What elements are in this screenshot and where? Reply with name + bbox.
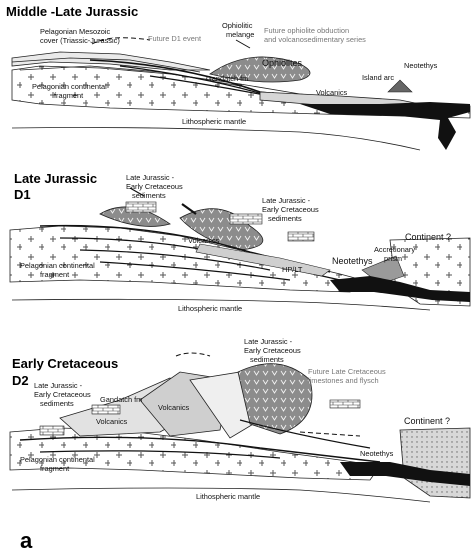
subducting-oceanic-slab (330, 276, 470, 302)
label-volcanics-b: Volcanics (158, 403, 190, 412)
section-subtitle: D1 (14, 187, 31, 202)
label-pelagonian-fragment-2: fragment (40, 270, 69, 279)
label-future-late-cret: Future Late Cretaceous (308, 367, 386, 376)
section-late-jurassic-d1: Late Jurassic D1 Late Jurassic - Early C… (9, 171, 471, 313)
label-accretionary: Accretionary (374, 245, 415, 254)
label-future-late-cret-2: limestones and flysch (308, 376, 379, 385)
sediment-block (125, 201, 157, 213)
label-sediments-a-2: Early Cretaceous (126, 182, 183, 191)
ophiolite-body (99, 206, 171, 227)
section-title: Late Jurassic (14, 171, 97, 186)
future-d1-arrow (91, 37, 151, 45)
label-neotethys: Neotethys (332, 256, 373, 266)
section-middle-late-jurassic: Middle -Late Jurassic Pelagonian Mesozoi… (6, 4, 471, 151)
label-volcanics-a: Volcanics (96, 417, 128, 426)
continent-right (399, 427, 471, 499)
dashed-future-line (175, 352, 211, 357)
sediment-block (287, 231, 315, 242)
label-hplt: HP/LT? (418, 102, 443, 111)
label-pelagonian-fragment: Pelagonian continental (32, 82, 107, 91)
thrust-line (39, 224, 331, 273)
label-pelagonian-cover-2: cover (Triassic-Jurassic) (40, 36, 120, 45)
label-pelagonian-fragment: Pelagonian continental (20, 455, 95, 464)
island-arc-volcano (387, 79, 413, 93)
panel-letter: a (20, 528, 33, 553)
label-sediments-b: Late Jurassic - (244, 337, 293, 346)
ophiolite-body (179, 208, 264, 251)
ophiolite-body (209, 56, 311, 83)
thrust-line (79, 249, 271, 271)
thrust-line (39, 450, 281, 459)
label-future-obduction-2: and volcanosedimentary series (264, 35, 366, 44)
subducting-oceanic-slab (300, 102, 470, 150)
label-sediments-a-3: sediments (40, 399, 74, 408)
label-volcanics: Volcanics (316, 88, 348, 97)
sediment-block (91, 404, 121, 415)
label-lithospheric-mantle: Lithospheric mantle (196, 492, 260, 501)
cover-layer-line (11, 57, 201, 73)
sediment-block (329, 399, 361, 409)
movement-arrow (181, 203, 197, 215)
label-gandatch: Gandatch fm (100, 395, 142, 404)
label-sediments-a: Late Jurassic - (126, 173, 175, 182)
movement-arrow (129, 187, 145, 197)
label-lithospheric-mantle: Lithospheric mantle (178, 304, 242, 313)
label-lithospheric-mantle: Lithospheric mantle (182, 117, 246, 126)
label-sediments-b-2: Early Cretaceous (262, 205, 319, 214)
dashed-future-line (299, 431, 361, 437)
label-ophiolitic-melange: Ophiolitic (222, 21, 253, 30)
obduction-arrow (235, 39, 251, 49)
section-early-cretaceous-d2: Early Cretaceous D2 Late Jurassic - Earl… (9, 337, 471, 503)
label-ophiolitic-melange-2: melange (226, 30, 254, 39)
thrust-line (99, 261, 291, 281)
thrust-line (89, 59, 331, 101)
lithosphere-base (11, 127, 421, 151)
subducting-oceanic-slab (340, 462, 470, 486)
label-accretionary-2: prism (384, 254, 402, 263)
label-sediments-b-3: sediments (250, 355, 284, 364)
label-pelagonian-fragment-2: fragment (40, 464, 69, 473)
thrust-line (19, 436, 381, 463)
label-neotethys: Neotethys (360, 449, 394, 458)
ophiolite-body (237, 363, 313, 435)
volcanic-layer (195, 243, 331, 277)
label-island-arc: Island arc (362, 73, 394, 82)
label-future-obduction: Future ophiolite obduction (264, 26, 349, 35)
thrust-line (119, 65, 271, 97)
lithosphere-base (11, 487, 431, 503)
label-future-d1: Future D1 event (148, 34, 201, 43)
sediment-block (39, 425, 65, 436)
section-title: Middle -Late Jurassic (6, 4, 138, 19)
label-pelagonian-fragment: Pelagonian continental (20, 261, 95, 270)
section-subtitle: D2 (12, 373, 29, 388)
lithosphere-base (11, 298, 431, 311)
label-ophiolites: Ophiolites (262, 58, 303, 68)
label-hplt: HP/LT (282, 265, 303, 274)
label-pelagonian-cover: Pelagonian Mesozoic (40, 27, 111, 36)
label-sediments-b-2: Early Cretaceous (244, 346, 301, 355)
thrust-line (239, 419, 371, 449)
label-sediments-b-3: sediments (268, 214, 302, 223)
label-gandatch: Gandatch fm (206, 74, 248, 83)
label-sediments-b: Late Jurassic - (262, 196, 311, 205)
label-volcanics: Volcanics (188, 236, 220, 245)
label-sediments-a-3: sediments (132, 191, 166, 200)
label-continent: Continent ? (404, 416, 450, 426)
label-pelagonian-fragment-2: fragment (54, 91, 83, 100)
label-continent: Continent ? (405, 232, 451, 242)
section-title: Early Cretaceous (12, 356, 118, 371)
sediment-block (229, 213, 263, 225)
label-sediments-a: Late Jurassic - (34, 381, 83, 390)
label-neotethys: Neotethys (404, 61, 438, 70)
label-sediments-a-2: Early Cretaceous (34, 390, 91, 399)
